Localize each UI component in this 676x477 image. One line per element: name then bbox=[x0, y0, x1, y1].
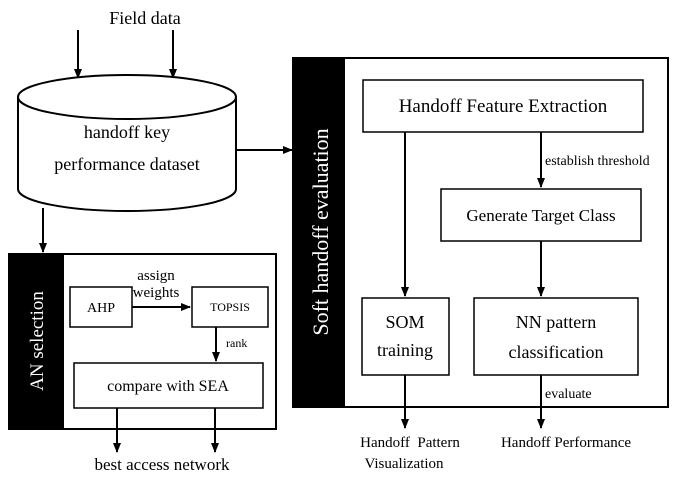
feature-extraction-box bbox=[362, 79, 644, 133]
ahp-box bbox=[69, 286, 133, 328]
dataset-label-line1: handoff key bbox=[84, 122, 170, 142]
compare-label: compare with SEA bbox=[107, 378, 229, 395]
evaluate-label: evaluate bbox=[545, 387, 592, 402]
best-access-network-label: best access network bbox=[94, 455, 230, 474]
handoff-pattern-label-line2: Visualization bbox=[364, 456, 444, 472]
nn-classification-box bbox=[473, 297, 639, 376]
nn-label-line1: NN pattern bbox=[516, 312, 596, 332]
topsis-box bbox=[191, 286, 269, 328]
rank-label: rank bbox=[226, 336, 247, 350]
target-class-label: Generate Target Class bbox=[466, 206, 615, 225]
feature-extraction-label: Handoff Feature Extraction bbox=[399, 96, 608, 117]
compare-box bbox=[73, 362, 264, 409]
handoff-pattern-label-line1: Handoff Pattern bbox=[360, 435, 460, 451]
field-data-label: Field data bbox=[109, 8, 180, 28]
nn-label-line2: classification bbox=[509, 342, 604, 362]
assign-label-1: assign bbox=[137, 268, 175, 284]
an-selection-panel: AN selection AHP assign weights TOPSIS r… bbox=[8, 253, 277, 430]
dataset-label-line2: performance dataset bbox=[54, 154, 199, 174]
establish-threshold-label: establish threshold bbox=[545, 154, 650, 169]
som-label-line1: SOM bbox=[385, 312, 424, 332]
an-selection-sidebar bbox=[9, 254, 64, 429]
assign-label-2: weights bbox=[133, 285, 180, 301]
soft-handoff-panel: Soft handoff evaluation Handoff Feature … bbox=[292, 57, 669, 408]
som-training-box bbox=[361, 297, 450, 376]
ahp-label: AHP bbox=[87, 301, 115, 316]
soft-handoff-sidebar bbox=[293, 58, 345, 407]
dataset-cylinder: handoff key performance dataset bbox=[17, 74, 237, 212]
som-label-line2: training bbox=[377, 340, 433, 360]
topsis-label: TOPSIS bbox=[210, 300, 250, 314]
an-selection-sidebar-label: AN selection bbox=[27, 291, 48, 391]
soft-handoff-sidebar-label: Soft handoff evaluation bbox=[308, 128, 333, 335]
handoff-performance-label: Handoff Performance bbox=[501, 435, 631, 451]
